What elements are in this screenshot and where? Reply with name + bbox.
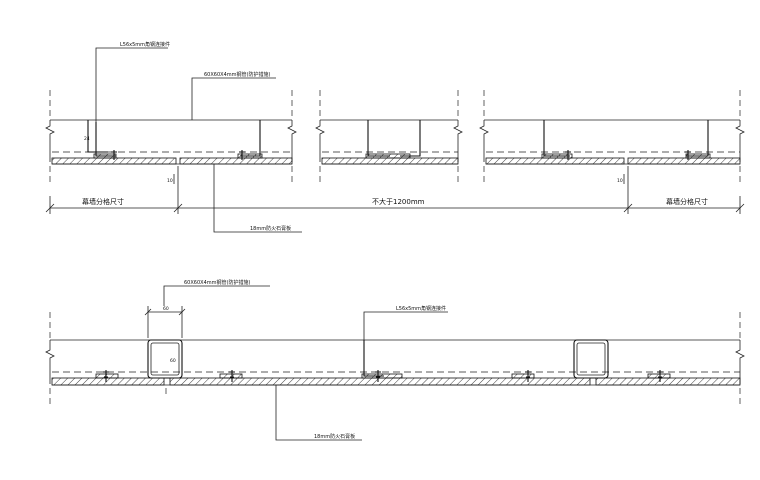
leader-tube-label: 60X60X4mm钢管(防护措施) bbox=[204, 71, 270, 78]
leader-angle-label-bottom: L56x5mm角钢连接件 bbox=[396, 305, 446, 312]
leader-panel-label: 18mm防火石膏板 bbox=[250, 225, 291, 232]
dim-60-horizontal: 60 bbox=[163, 306, 169, 312]
steel-angle-middle bbox=[363, 340, 384, 377]
dim-label-left: 幕墙分格尺寸 bbox=[82, 197, 124, 206]
tube-dimension: 60 bbox=[144, 306, 186, 338]
wall-segment-middle bbox=[315, 90, 463, 182]
leaders-top: L56x5mm角钢连接件 60X60X4mm钢管(防护措施) 18mm防火石膏板 bbox=[95, 41, 302, 233]
leaders-bottom: 60X60X4mm钢管(防护措施) L56x5mm角钢连接件 18mm防火石膏板 bbox=[163, 279, 448, 441]
dim-60-vertical: 60 bbox=[170, 358, 176, 364]
top-section: 24 bbox=[45, 41, 745, 233]
wall-segment-left: 24 bbox=[45, 90, 297, 182]
tag-10-right: 10 bbox=[617, 178, 623, 184]
dim-label-middle: 不大于1200mm bbox=[372, 197, 425, 206]
wall-segment-right bbox=[479, 90, 745, 182]
steel-tube-right bbox=[573, 339, 609, 379]
bottom-section: 60 60 60X60X4mm钢 bbox=[45, 279, 745, 441]
steel-tube-left bbox=[147, 339, 183, 379]
leader-angle-label: L56x5mm角钢连接件 bbox=[120, 41, 170, 48]
tag-10-left: 10 bbox=[167, 178, 173, 184]
dimension-line-top: 10 10 幕墙分格尺寸 不大于1200mm 幕墙分格尺寸 bbox=[45, 166, 745, 214]
screws-bottom bbox=[103, 370, 663, 382]
leader-tube-label-bottom: 60X60X4mm钢管(防护措施) bbox=[184, 279, 250, 286]
dim-label-right: 幕墙分格尺寸 bbox=[666, 197, 708, 206]
leader-panel-label-bottom: 18mm防火石膏板 bbox=[314, 433, 355, 440]
tag-24: 24 bbox=[84, 136, 90, 142]
